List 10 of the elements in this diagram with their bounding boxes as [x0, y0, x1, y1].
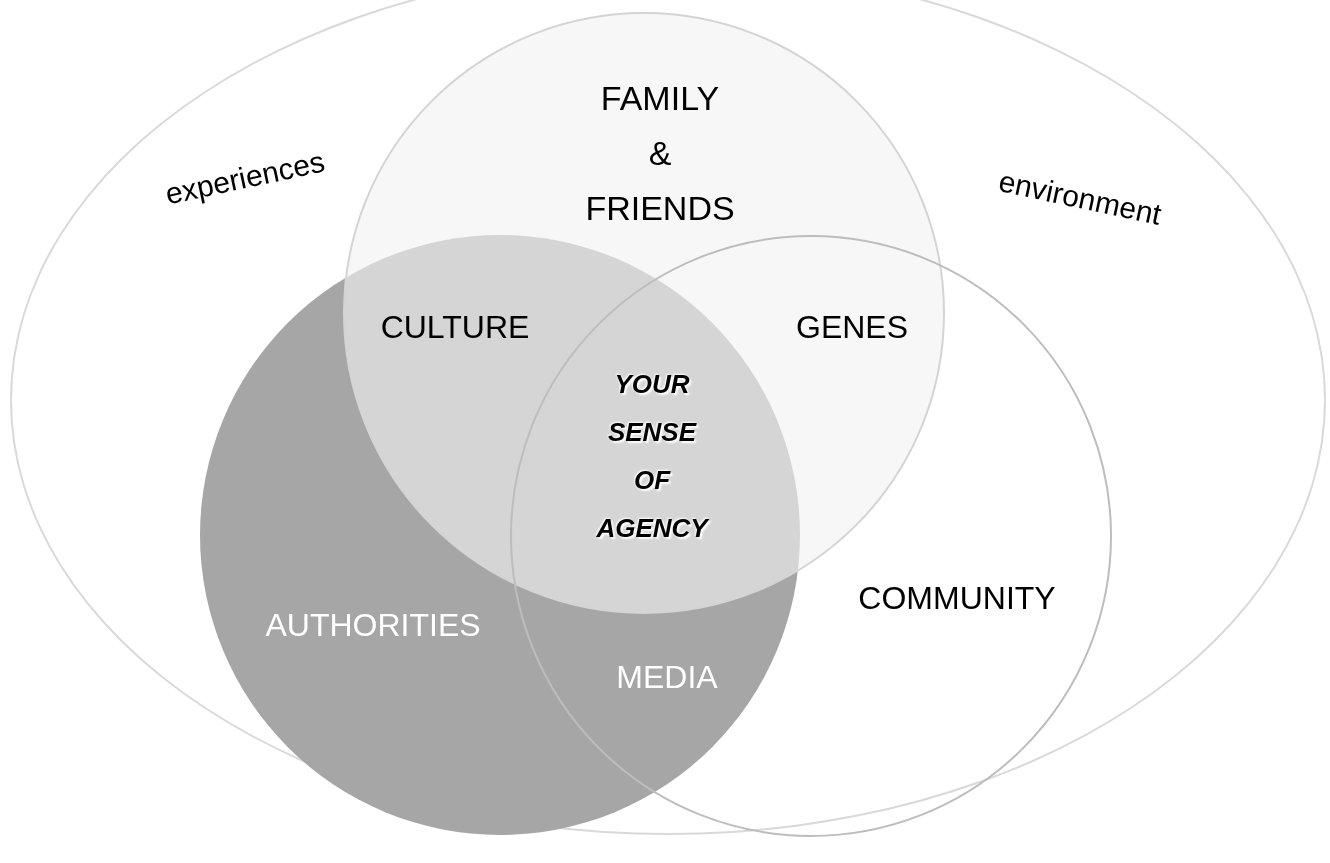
overlap-label: MEDIA: [616, 658, 718, 696]
circle-label: FAMILY & FRIENDS: [585, 77, 735, 229]
context-label: environment: [995, 164, 1165, 232]
overlap-label: YOUR SENSE OF AGENCY: [596, 368, 708, 545]
circle-label: COMMUNITY: [858, 579, 1056, 617]
context-ellipse: [10, 0, 1326, 835]
context-label: experiences: [162, 144, 328, 212]
overlap-label: CULTURE: [380, 308, 530, 346]
overlap-label: GENES: [796, 308, 908, 346]
circle-label: AUTHORITIES: [265, 606, 481, 644]
